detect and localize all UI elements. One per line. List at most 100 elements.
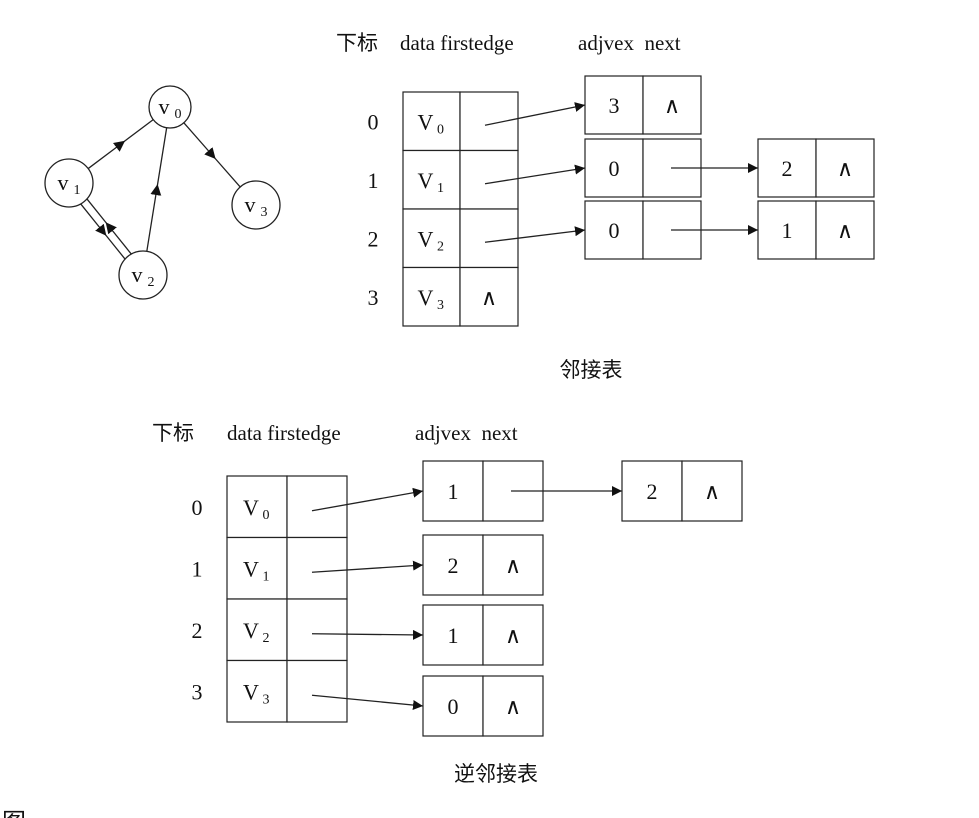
vertex-label-subscript: 1 (437, 181, 444, 196)
row-index: 3 (192, 679, 203, 704)
vertex-letter: v (245, 192, 256, 217)
firstedge-cell (459, 208, 519, 269)
adjvex-value: 0 (609, 218, 620, 243)
adjvex-cell (422, 675, 484, 737)
edge-node: 3∧ (484, 75, 702, 135)
null-pointer: ∧ (704, 479, 720, 504)
vertex-letter: v (132, 262, 143, 287)
figure-label-fragment: 图 (2, 810, 26, 818)
vertex-label-subscript: 3 (263, 692, 270, 707)
vertex-label: V (418, 285, 434, 310)
edge-node: 1∧ (311, 604, 544, 666)
adjvex-cell (422, 534, 484, 596)
pointer-arrow (311, 487, 424, 512)
graph-edge-v1-v0 (87, 119, 154, 170)
edge-node: 0 (484, 200, 702, 260)
adjvex-value: 1 (782, 218, 793, 243)
vertex-letter: v (58, 170, 69, 195)
row-index: 2 (368, 226, 379, 251)
adjvex-cell (757, 138, 817, 198)
firstedge-cell (286, 659, 348, 723)
adjvex-value: 0 (609, 156, 620, 181)
data-cell (402, 266, 461, 327)
pointer-arrow (484, 164, 586, 185)
vertex-v2: v 2 (118, 250, 168, 300)
row-index: 2 (192, 618, 203, 643)
null-pointer: ∧ (837, 218, 853, 243)
graph-edge-v2-v0 (146, 127, 168, 252)
vertex-v0: v 0 (148, 85, 192, 129)
vertex-circle (231, 180, 281, 230)
edge-node: 0∧ (311, 675, 544, 737)
vertex-label-subscript: 2 (263, 631, 270, 646)
edge-node: 0 (484, 138, 702, 198)
adjvex-cell (757, 200, 817, 260)
edge-node: 2∧ (671, 138, 875, 198)
adjvex-value: 2 (448, 553, 459, 578)
firstedge-cell (286, 536, 348, 600)
vertex-subscript: 3 (261, 205, 268, 220)
header-vertex-node: data firstedge (227, 421, 341, 445)
vertex-label-subscript: 2 (437, 239, 444, 254)
graph-edge-v2-v1 (86, 198, 132, 255)
pointer-arrow (311, 560, 424, 573)
header-edge-node: adjvex next (578, 31, 681, 55)
vertex-label: V (418, 226, 434, 251)
adjvex-value: 1 (448, 623, 459, 648)
vertex-subscript: 0 (175, 107, 182, 122)
header-index: 下标 (152, 421, 194, 445)
next-cell (681, 460, 743, 522)
vertex-subscript: 2 (148, 275, 155, 290)
adjvex-value: 1 (448, 479, 459, 504)
next-cell (482, 534, 544, 596)
vertex-label-subscript: 0 (263, 508, 270, 523)
null-pointer: ∧ (505, 694, 521, 719)
vertex-subscript: 1 (74, 183, 81, 198)
graph-edge-v0-v3 (183, 122, 241, 188)
next-cell (482, 604, 544, 666)
vertex-v1: v 1 (44, 158, 94, 208)
row-index: 1 (192, 556, 203, 581)
header-vertex-node: data firstedge (400, 31, 514, 55)
vertex-label: V (243, 556, 259, 581)
graph-edge-v1-v2 (80, 203, 126, 260)
vertex-letter: v (159, 94, 170, 119)
vertex-label: V (243, 495, 259, 520)
pointer-arrow (484, 102, 586, 126)
row-index: 3 (368, 285, 379, 310)
data-cell (226, 659, 288, 723)
firstedge-cell (286, 598, 348, 662)
inverse-adjacency-list-caption: 逆邻接表 (454, 762, 538, 786)
data-cell (402, 149, 461, 210)
vertex-label: V (243, 618, 259, 643)
row-index: 0 (192, 495, 203, 520)
null-pointer: ∧ (505, 623, 521, 648)
firstedge-cell (459, 266, 519, 327)
header-index: 下标 (336, 31, 378, 55)
edge-node: 1∧ (671, 200, 875, 260)
next-cell (815, 138, 875, 198)
inverse-adjacency-list-header: 下标 data firstedge adjvex next (152, 421, 518, 445)
edge-node: 2∧ (311, 534, 544, 596)
null-pointer: ∧ (664, 93, 680, 118)
adjvex-cell (584, 138, 644, 198)
vertex-circle (44, 158, 94, 208)
adjvex-value: 2 (647, 479, 658, 504)
null-pointer: ∧ (505, 553, 521, 578)
adjvex-value: 3 (609, 93, 620, 118)
next-cell (482, 675, 544, 737)
adjvex-cell (422, 604, 484, 666)
vertex-v3: v 3 (231, 180, 281, 230)
